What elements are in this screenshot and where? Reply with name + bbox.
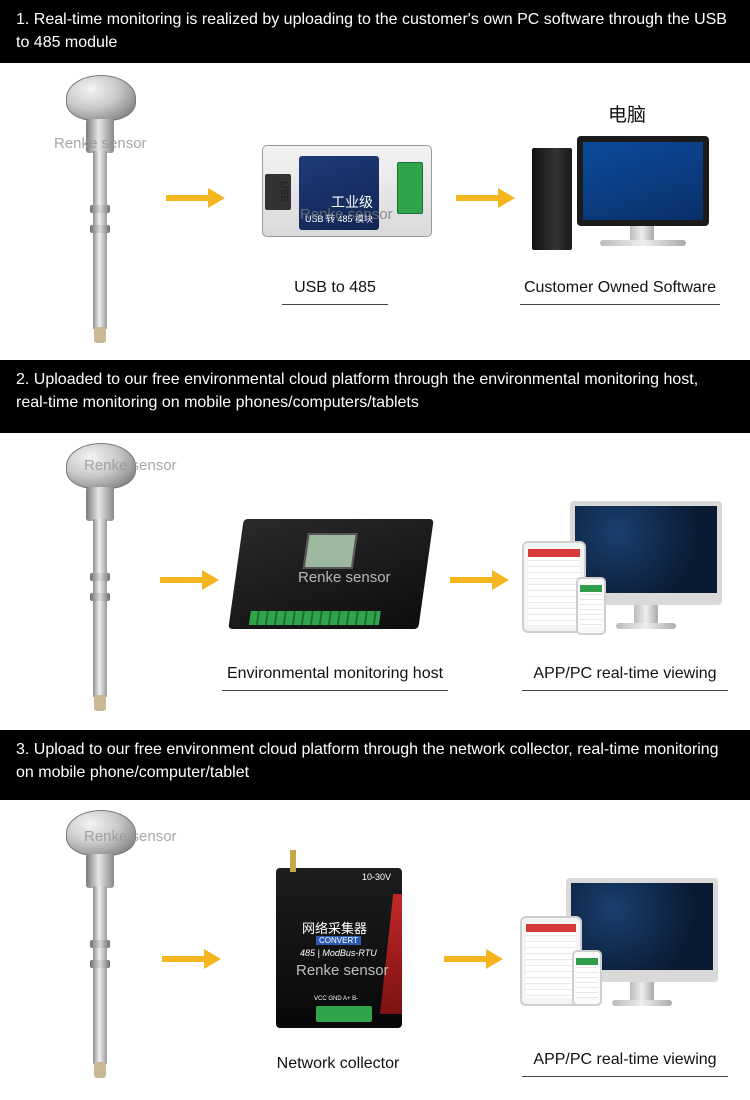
arrow-icon [456, 188, 515, 208]
app-pc-viewing-caption: APP/PC real-time viewing [522, 1051, 728, 1077]
probe-watermark: Renke sensor [54, 135, 147, 152]
tablet-image [520, 916, 582, 1006]
temperature-probe-image [60, 443, 150, 713]
dashboard-monitor-image [570, 501, 722, 605]
collector-voltage-label: 10-30V [362, 872, 392, 882]
phone-image [576, 577, 606, 635]
module-usb-label: USB [277, 181, 289, 202]
section-2-banner-text: 2. Uploaded to our free environmental cl… [16, 371, 699, 411]
module-brand-label: 工业级 [331, 194, 373, 210]
pc-monitor-image [577, 136, 709, 226]
collector-title-label: 网络采集器 [302, 921, 368, 936]
section-1-banner-text: 1. Real-time monitoring is realized by u… [16, 11, 727, 51]
host-watermark: Renke sensor [298, 569, 391, 586]
section-2-banner: 2. Uploaded to our free environmental cl… [0, 360, 750, 433]
section-2: Renke sensor Renke sensor Environmental … [0, 433, 750, 730]
temperature-probe-image [60, 810, 150, 1080]
collector-watermark: Renke sensor [296, 962, 389, 979]
arrow-icon [160, 570, 219, 590]
arrow-icon [450, 570, 509, 590]
usb-to-485-module-image: USB 工业级 USB 转 485 模块 [262, 145, 432, 237]
section-1: Renke sensor USB 工业级 USB 转 485 模块 Renke … [0, 63, 750, 360]
section-3-banner-text: 3. Upload to our free environment cloud … [16, 741, 719, 781]
arrow-icon [166, 188, 225, 208]
app-pc-viewing-caption: APP/PC real-time viewing [522, 665, 728, 691]
network-collector-image: 10-30V 网络采集器 CONVERT 485 | ModBus-RTU VC… [276, 850, 402, 1028]
module-watermark: Renke sensor [300, 206, 393, 223]
pc-label: 电脑 [608, 105, 647, 126]
arrow-icon [162, 949, 221, 969]
customer-software-caption: Customer Owned Software [520, 279, 720, 305]
pc-tower-image [532, 148, 572, 250]
arrow-icon [444, 949, 503, 969]
section-3-banner: 3. Upload to our free environment cloud … [0, 730, 750, 800]
environmental-host-caption: Environmental monitoring host [222, 665, 448, 691]
temperature-probe-image [60, 75, 150, 345]
section-1-banner: 1. Real-time monitoring is realized by u… [0, 0, 750, 63]
usb-to-485-caption: USB to 485 [282, 279, 388, 305]
phone-image [572, 950, 602, 1006]
section-3: Renke sensor 10-30V 网络采集器 CONVERT 485 | … [0, 800, 750, 1100]
collector-protocol-label: 485 | ModBus-RTU [300, 948, 377, 958]
probe-watermark: Renke sensor [84, 457, 177, 474]
probe-watermark: Renke sensor [84, 828, 177, 845]
collector-pins-label: VCC GND A+ B- [314, 996, 359, 1002]
module-sub-label: USB 转 485 模块 [305, 214, 374, 224]
tablet-image [522, 541, 586, 633]
collector-convert-label: CONVERT [316, 936, 361, 945]
network-collector-caption: Network collector [276, 1055, 400, 1072]
